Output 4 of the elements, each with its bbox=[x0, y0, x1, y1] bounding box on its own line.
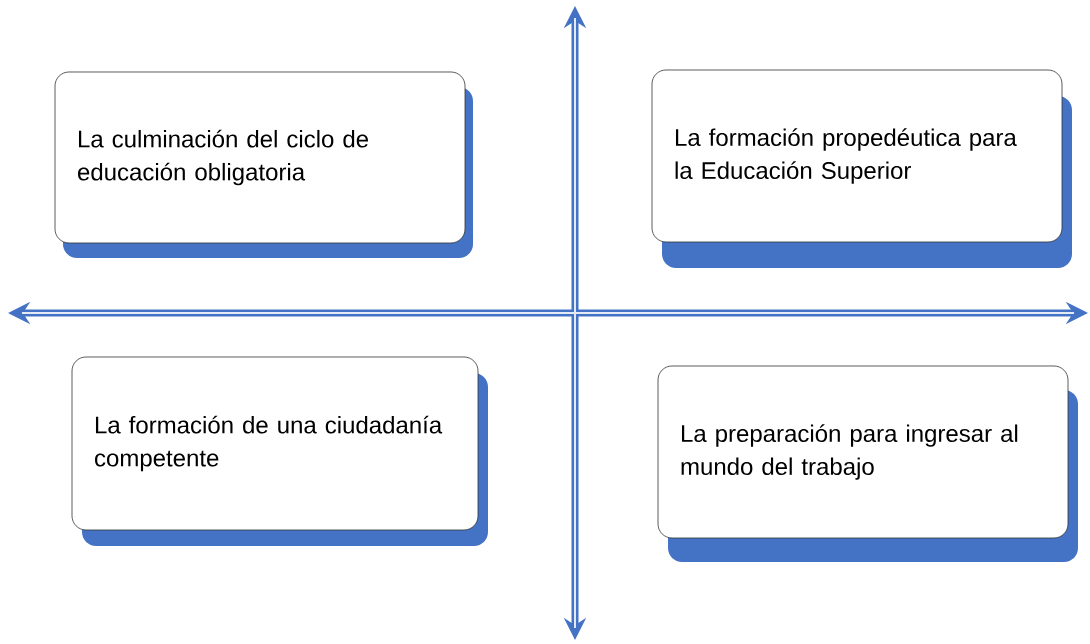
text-box: La culminación del ciclo de educación obligatoria bbox=[54, 71, 473, 258]
text-box: La formación propedéutica para la Educación Superior bbox=[651, 69, 1072, 268]
text-box: La formación de una ciudadanía competente bbox=[71, 356, 488, 546]
text-box: La preparación para ingresar al mundo del trabajo bbox=[657, 365, 1078, 562]
